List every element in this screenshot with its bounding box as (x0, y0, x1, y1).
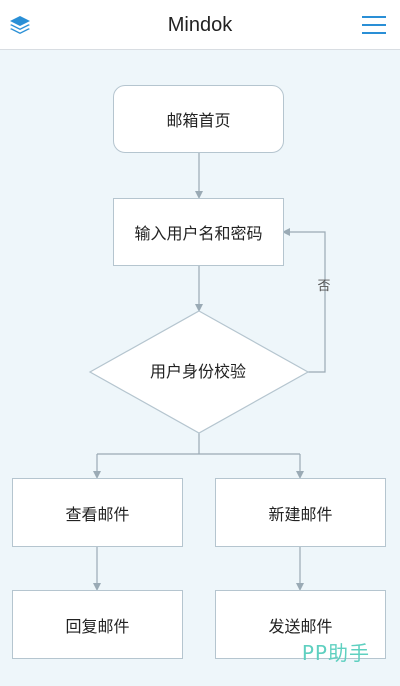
node-reply-mail[interactable]: 回复邮件 (12, 590, 183, 659)
node-mailbox-home[interactable]: 邮箱首页 (113, 85, 284, 153)
edge-label-no: 否 (317, 279, 331, 294)
watermark: PP助手 (301, 641, 370, 665)
flowchart-canvas: 邮箱首页 输入用户名和密码 用户身份校验 否 查看邮件 新建邮件 回复邮件 发送… (0, 50, 400, 686)
node-view-mail[interactable]: 查看邮件 (12, 478, 183, 547)
node-label: 查看邮件 (65, 504, 130, 524)
node-verify-identity[interactable]: 用户身份校验 (149, 362, 246, 381)
decision-diamond (88, 310, 310, 434)
node-send-mail[interactable]: 发送邮件 (215, 590, 386, 659)
layers-icon[interactable] (8, 13, 32, 37)
edge-verify-no-loop (282, 228, 326, 373)
node-label: 发送邮件 (268, 616, 333, 636)
node-new-mail[interactable]: 新建邮件 (215, 478, 386, 547)
node-label: 输入用户名和密码 (134, 224, 263, 243)
flowchart-connectors (88, 153, 326, 591)
node-label: 回复邮件 (65, 616, 130, 636)
node-label: 新建邮件 (268, 504, 333, 524)
node-enter-credentials[interactable]: 输入用户名和密码 (113, 198, 284, 266)
app-title: Mindok (167, 14, 233, 36)
node-label: 邮箱首页 (166, 111, 231, 130)
app-header: Mindok (0, 0, 400, 50)
hamburger-menu-icon[interactable] (362, 14, 386, 36)
